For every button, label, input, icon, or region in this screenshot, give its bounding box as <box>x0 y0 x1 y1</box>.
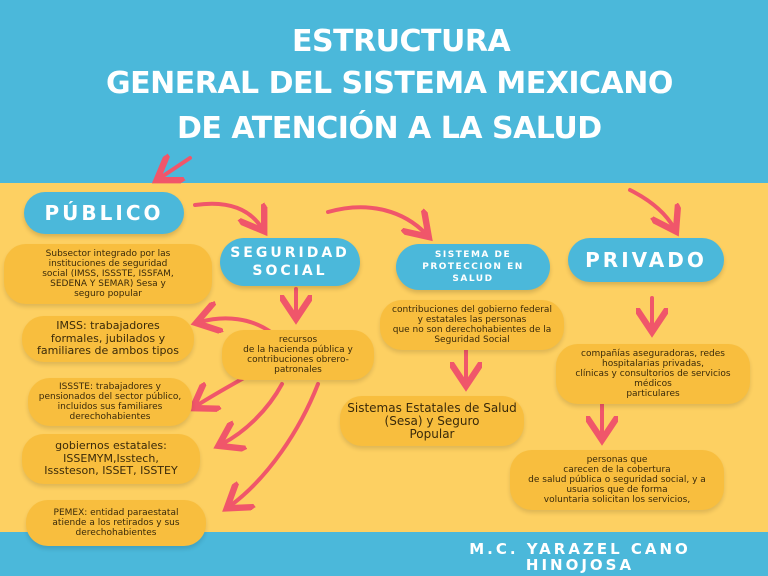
box-personas-line5: voluntaria solicitan los servicios, <box>543 495 691 505</box>
box-imss-line1: IMSS: trabajadores <box>56 319 160 333</box>
box-contribuciones-line4: Seguridad Social <box>434 335 510 345</box>
author-line1: M.C. YARAZEL CANO <box>469 540 691 558</box>
node-sistema-proteccion: SISTEMA DE PROTECCION EN SALUD <box>396 244 550 290</box>
box-issste-line2: pensionados del sector público, <box>38 392 182 402</box>
author-line2: HINOJOSA <box>525 556 635 574</box>
box-issste: ISSSTE: trabajadores y pensionados del s… <box>28 378 192 426</box>
title-line-1: ESTRUCTURA <box>292 24 511 59</box>
box-imss: IMSS: trabajadores formales, jubilados y… <box>22 316 194 362</box>
header-band <box>0 0 768 183</box>
author-credit: M.C. YARAZEL CANO HINOJOSA <box>420 541 740 573</box>
box-personas-line3: de salud pública o seguridad social, y a <box>528 475 706 485</box>
arrow-recursos-estatales <box>222 382 284 444</box>
box-recursos-line1: recursos <box>278 335 318 345</box>
box-aseguradoras-line2: hospitalarias privadas, <box>602 359 704 369</box>
box-aseguradoras-line3: clínicas y consultorios de servicios <box>575 369 731 379</box>
node-seguridad-social-line2: SOCIAL <box>252 263 328 279</box>
box-aseguradoras-line5: particulares <box>626 389 680 399</box>
box-estatales: gobiernos estatales: ISSEMYM,Isstech, Is… <box>22 434 200 484</box>
node-sistema-proteccion-line2: PROTECCION EN <box>422 262 524 272</box>
box-imss-line3: familiares de ambos tipos <box>37 344 179 358</box>
node-seguridad-social-line1: SEGURIDAD <box>230 245 350 261</box>
box-aseguradoras: compañías aseguradoras, redes hospitalar… <box>556 344 750 404</box>
box-estatales-line1: gobiernos estatales: <box>55 439 167 453</box>
box-subsector-line3: social (IMSS, ISSSTE, ISSFAM, <box>42 269 174 279</box>
title-line-3: DE ATENCIÓN A LA SALUD <box>177 111 602 146</box>
node-publico-label: PÚBLICO <box>44 201 164 225</box>
box-personas-line2: carecen de la cobertura <box>563 465 671 475</box>
node-sistema-proteccion-line3: SALUD <box>452 274 494 284</box>
box-recursos-line4: patronales <box>274 365 322 375</box>
arrow-publico-proteccion <box>326 205 426 234</box>
box-recursos-line3: contribuciones obrero- <box>247 355 349 365</box>
arrow-publico-seguridad <box>193 201 262 228</box>
box-sesa-line1: Sistemas Estatales de Salud <box>347 400 517 415</box>
node-privado-label: PRIVADO <box>585 248 707 272</box>
box-pemex-line3: derechohabientes <box>75 528 157 538</box>
box-pemex: PEMEX: entidad paraestatal atiende a los… <box>26 500 206 546</box>
box-subsector-line1: Subsector integrado por las <box>45 249 171 259</box>
box-subsector-line4: SEDENA Y SEMAR) Sesa y <box>50 279 166 289</box>
box-recursos: recursos de la hacienda pública y contri… <box>222 330 374 380</box>
box-subsector-line2: instituciones de seguridad <box>48 259 168 269</box>
box-estatales-line3: Isssteson, ISSET, ISSTEY <box>44 464 178 478</box>
box-issste-line4: derechohabientes <box>69 412 151 422</box>
box-aseguradoras-line1: compañías aseguradoras, redes <box>581 349 725 359</box>
box-subsector: Subsector integrado por las institucione… <box>4 244 212 304</box>
box-issste-line1: ISSSTE: trabajadores y <box>59 382 161 392</box>
box-personas: personas que carecen de la cobertura de … <box>510 450 724 510</box>
box-personas-line4: usuarios que de forma <box>566 485 668 495</box>
box-aseguradoras-line4: médicos <box>634 379 672 389</box>
box-sesa-line3: Popular <box>409 426 455 441</box>
node-sistema-proteccion-line1: SISTEMA DE <box>434 250 512 260</box>
box-contribuciones-line3: que no son derechohabientes de la <box>392 325 552 335</box>
box-contribuciones-line1: contribuciones del gobierno federal <box>392 305 552 315</box>
box-contribuciones-line2: y estatales las personas <box>417 315 527 325</box>
arrow-title-privado <box>628 188 674 228</box>
box-imss-line2: formales, jubilados y <box>50 331 166 345</box>
box-sesa-line2: (Sesa) y Seguro <box>384 413 480 428</box>
node-publico: PÚBLICO <box>24 192 184 234</box>
node-privado: PRIVADO <box>568 238 724 282</box>
box-issste-line3: incluidos sus familiares <box>57 402 163 412</box>
box-recursos-line2: de la hacienda pública y <box>243 345 353 355</box>
box-pemex-line1: PEMEX: entidad paraestatal <box>53 508 179 518</box>
box-contribuciones: contribuciones del gobierno federal y es… <box>380 300 564 350</box>
node-seguridad-social: SEGURIDAD SOCIAL <box>220 238 360 286</box>
box-estatales-line2: ISSEMYM,Isstech, <box>63 451 159 465</box>
arrow-recursos-pemex <box>230 382 320 506</box>
title-line-2: GENERAL DEL SISTEMA MEXICANO <box>106 66 673 101</box>
box-personas-line1: personas que <box>586 455 648 465</box>
box-subsector-line5: seguro popular <box>74 289 142 299</box>
box-sesa: Sistemas Estatales de Salud (Sesa) y Seg… <box>340 396 524 446</box>
box-pemex-line2: atiende a los retirados y sus <box>52 518 180 528</box>
